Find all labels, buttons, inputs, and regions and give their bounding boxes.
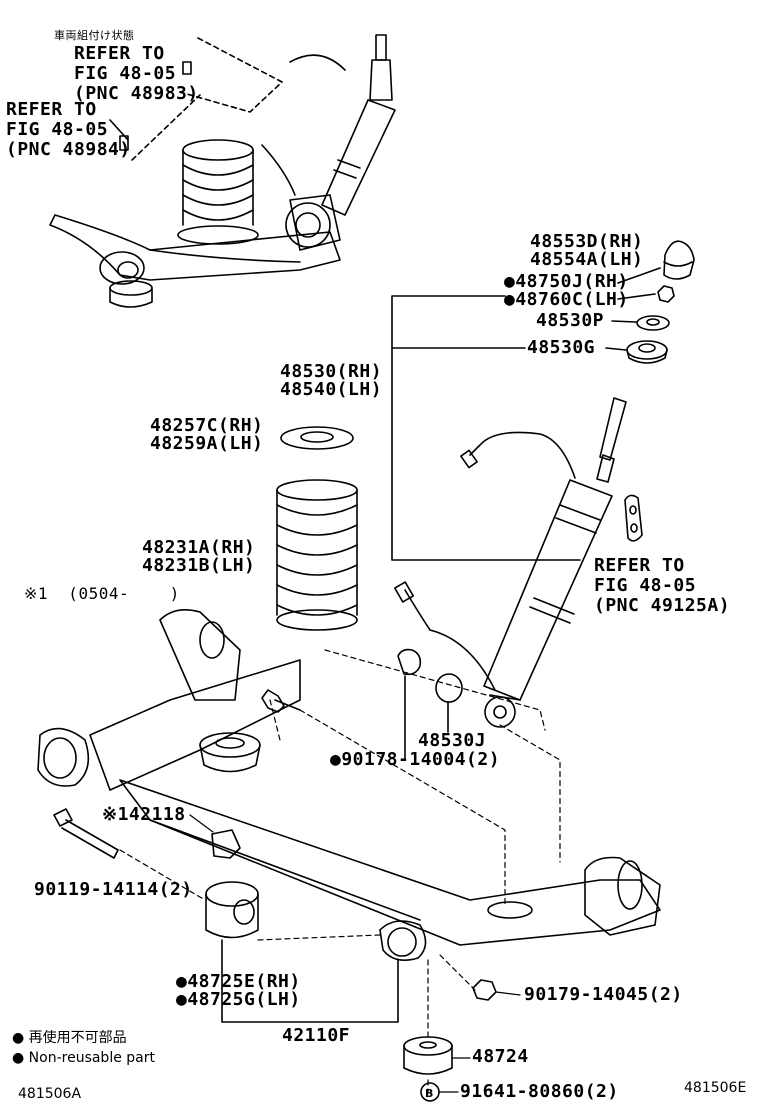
assembled-inset bbox=[49, 34, 396, 308]
part-91641-80860: 91641-80860(2) bbox=[460, 1081, 619, 1102]
assembled-state-note: 車両組付け状態 bbox=[54, 29, 135, 42]
legend-jp: ● 再使用不可部品 bbox=[12, 1030, 127, 1046]
b-marker: B bbox=[425, 1087, 434, 1100]
refer-fig-48984-line3: (PNC 48984) bbox=[6, 139, 131, 160]
footer-right-code: 481506E bbox=[684, 1080, 747, 1096]
part-48540-lh: 48540(LH) bbox=[280, 379, 383, 400]
part-90179-14045: 90179-14045(2) bbox=[524, 984, 683, 1005]
part-48231b-lh: 48231B(LH) bbox=[142, 555, 256, 576]
footer-left-code: 481506A bbox=[18, 1086, 82, 1102]
refer-fig-49125a-line1: REFER TO bbox=[594, 555, 685, 576]
refer-fig-49125a-line3: (PNC 49125A) bbox=[594, 595, 731, 616]
part-42110f: 42110F bbox=[282, 1025, 351, 1046]
legend-en: ● Non-reusable part bbox=[12, 1050, 155, 1066]
part-48725g-lh: ●48725G(LH) bbox=[176, 989, 301, 1010]
axle-beam bbox=[37, 609, 661, 961]
refer-fig-48984-line1: REFER TO bbox=[6, 99, 97, 120]
refer-fig-48983-line3: (PNC 48983) bbox=[74, 83, 199, 104]
shock-absorber bbox=[391, 295, 643, 728]
coil-spring bbox=[276, 426, 358, 631]
refer-fig-48983-line2: FIG 48-05 bbox=[74, 63, 177, 84]
part-48553d-rh: 48553D(RH) bbox=[530, 231, 644, 252]
refer-fig-48984-line2: FIG 48-05 bbox=[6, 119, 109, 140]
shock-top-parts bbox=[605, 240, 695, 364]
leader-lines bbox=[189, 814, 521, 1093]
assembly-dashed-lines bbox=[119, 649, 561, 1093]
part-48554a-lh: 48554A(LH) bbox=[530, 249, 644, 270]
part-48750j-rh: ●48750J(RH) bbox=[504, 271, 629, 292]
part-48530p: 48530P bbox=[536, 310, 605, 331]
part-90119-14114: 90119-14114(2) bbox=[34, 879, 193, 900]
part-48760c-lh: ●48760C(LH) bbox=[504, 289, 629, 310]
part-48530g: 48530G bbox=[527, 337, 596, 358]
part-48725e-rh: ●48725E(RH) bbox=[176, 971, 301, 992]
legend: ● 再使用不可部品 ● Non-reusable part bbox=[12, 1028, 155, 1068]
part-48724: 48724 bbox=[472, 1046, 529, 1067]
part-48231a-rh: 48231A(RH) bbox=[142, 537, 256, 558]
refer-fig-49125a-line2: FIG 48-05 bbox=[594, 575, 697, 596]
part-42118: ※142118 bbox=[102, 804, 186, 825]
part-90178-14004: ●90178-14004(2) bbox=[330, 749, 501, 770]
part-48257c-rh: 48257C(RH) bbox=[150, 415, 264, 436]
part-48259a-lh: 48259A(LH) bbox=[150, 433, 264, 454]
note-1-date-range: ※1 (0504- ) bbox=[24, 584, 180, 603]
refer-fig-48983-line1: REFER TO bbox=[74, 43, 165, 64]
part-48530-rh: 48530(RH) bbox=[280, 361, 383, 382]
part-48530j: 48530J bbox=[418, 730, 487, 751]
